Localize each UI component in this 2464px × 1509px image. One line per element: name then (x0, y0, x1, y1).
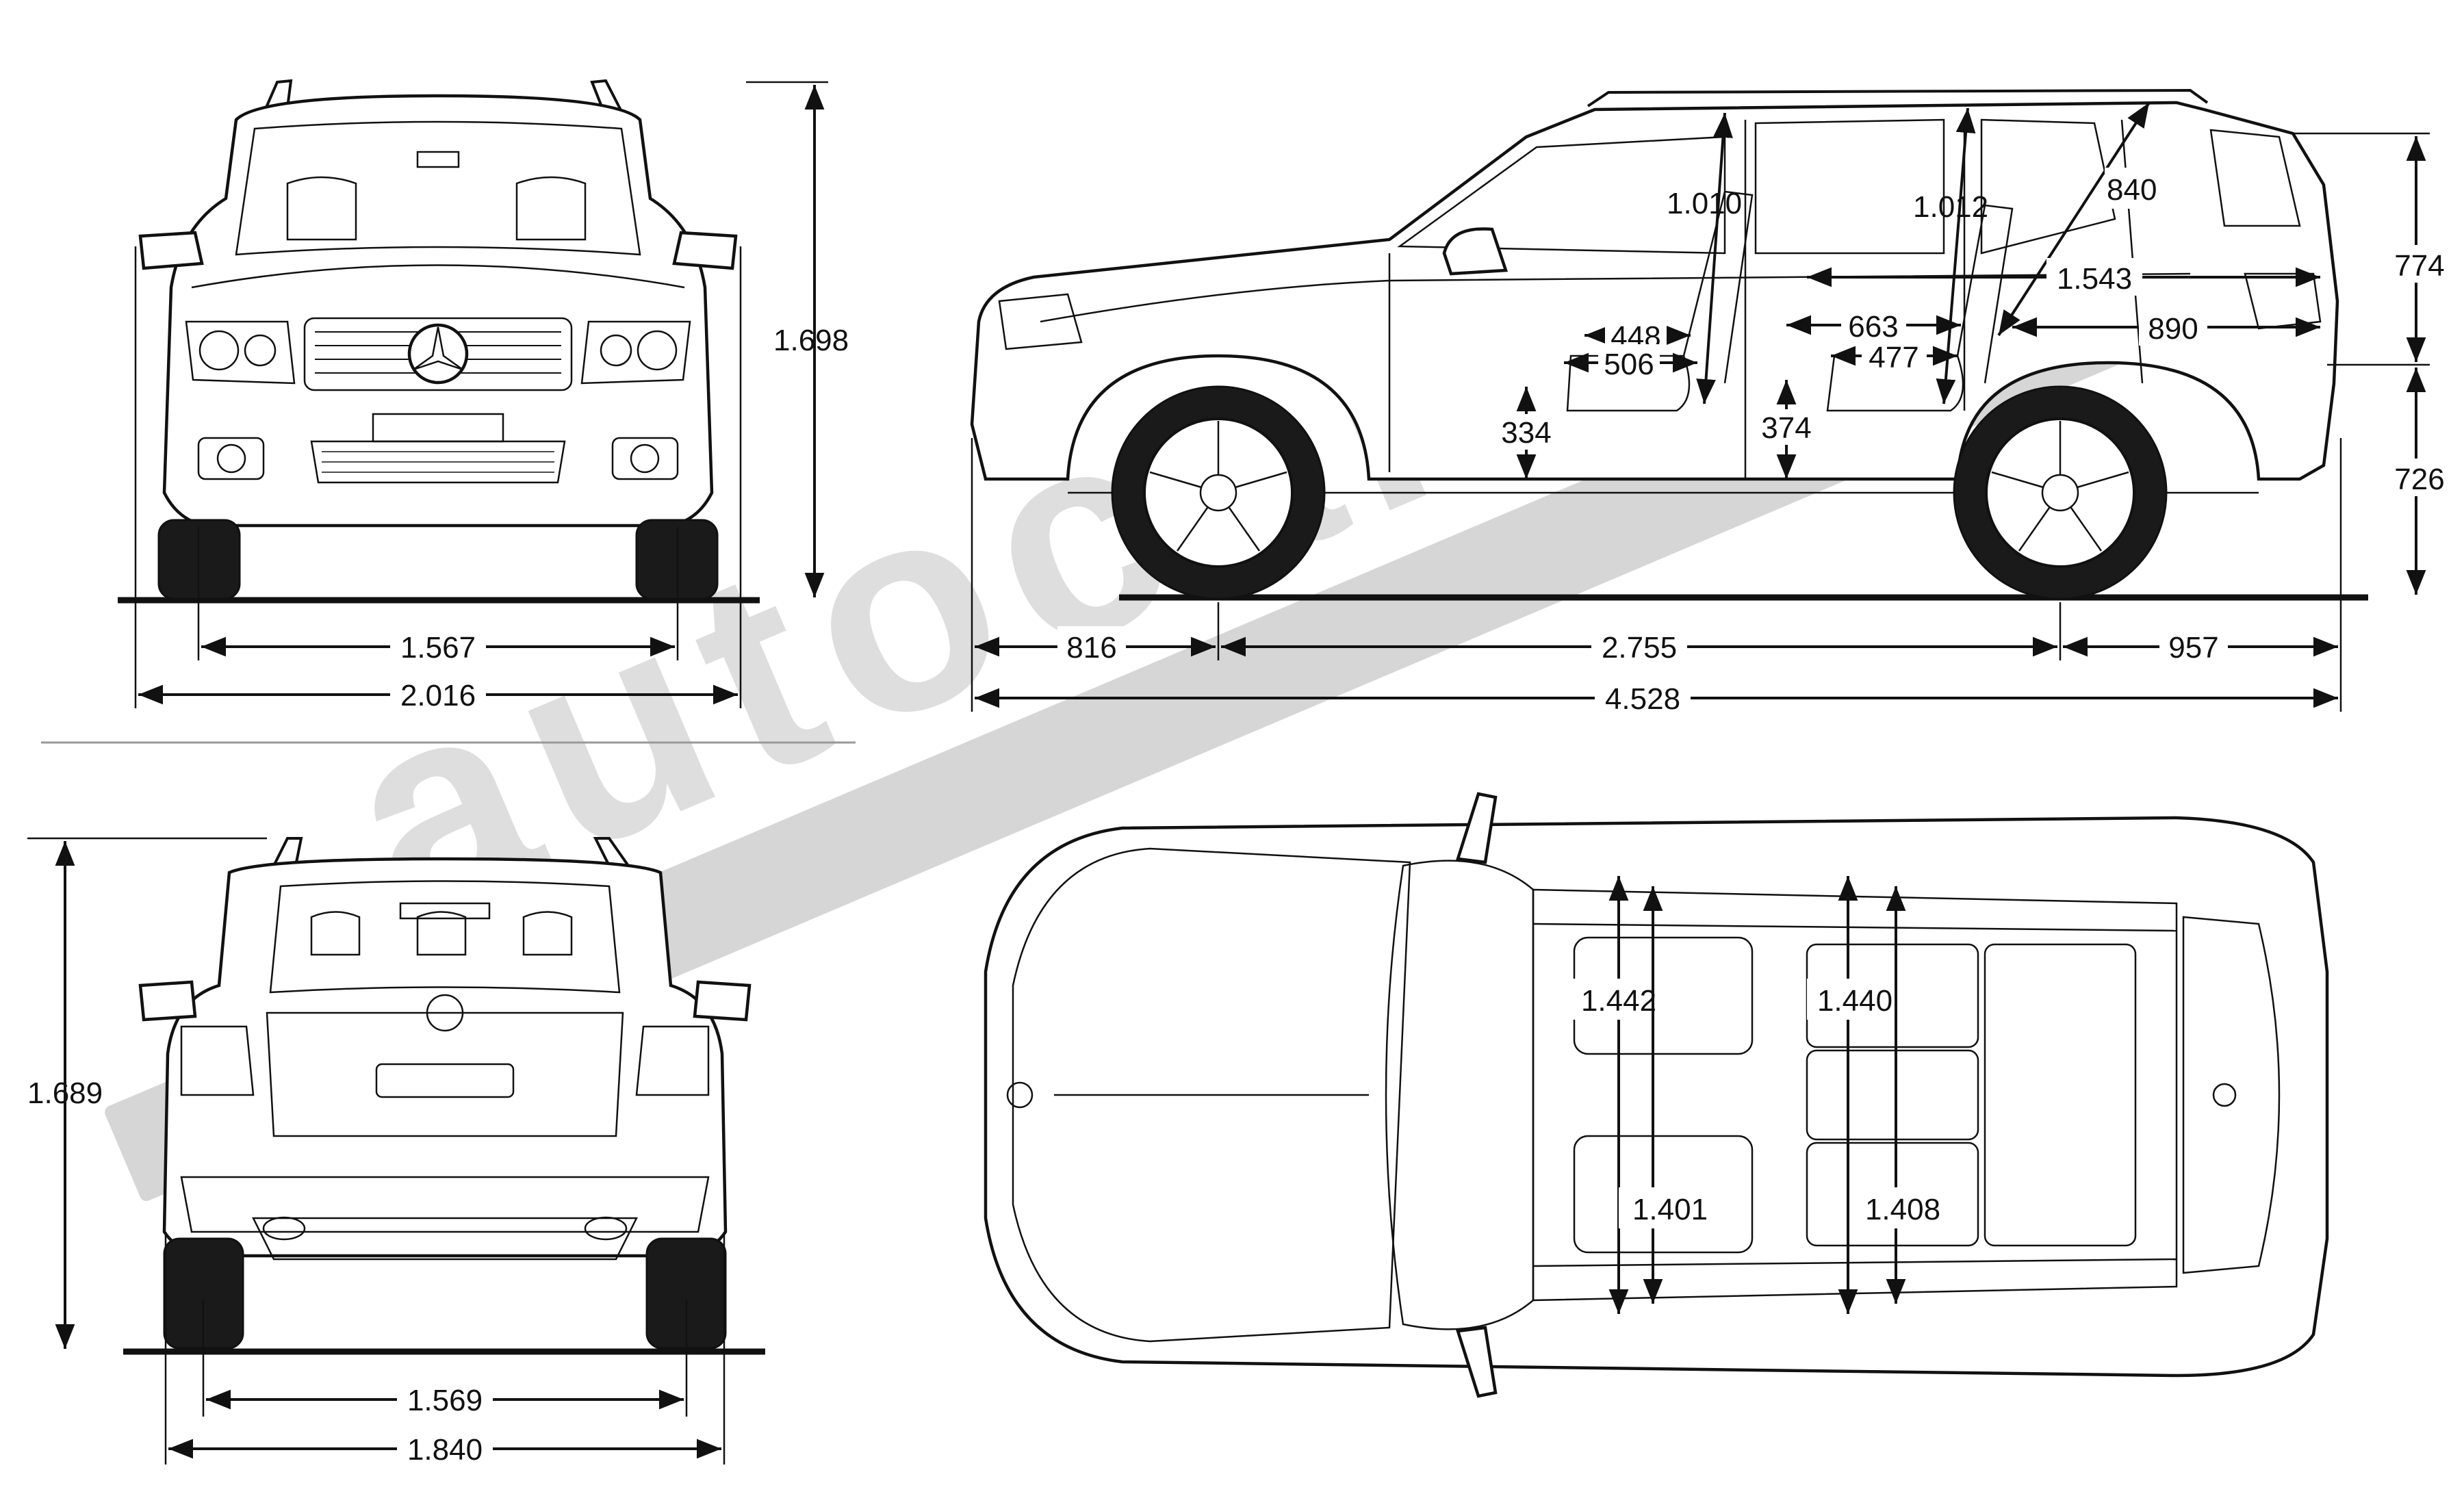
side-view: 1.010 1.012 840 1.543 890 448 506 663 47… (970, 88, 2454, 716)
dim-shoulder-rear: 1.440 (1817, 984, 1892, 1018)
dim-length: 4.528 (1605, 682, 1680, 716)
dim-rear-track: 1.569 (407, 1384, 483, 1417)
dim-shoulder-front: 1.442 (1581, 984, 1656, 1018)
front-view: 1.698 1.567 2.016 (118, 79, 849, 712)
dim-rear-overhang: 957 (2168, 631, 2218, 665)
top-view: 1.442 1.401 1.440 1.408 (984, 792, 2329, 1398)
dim-rear-height: 1.689 (27, 1076, 103, 1110)
dim-cargo-height: 840 (2107, 173, 2157, 207)
dim-cargo-length-floor: 890 (2148, 312, 2198, 346)
dim-front-track: 1.567 (400, 631, 476, 665)
dim-headroom-rear: 1.012 (1913, 190, 1988, 224)
dim-headroom-front: 1.010 (1667, 187, 1742, 220)
dim-rear-width: 1.840 (407, 1433, 483, 1467)
dim-rear-seat-height: 374 (1761, 411, 1811, 445)
dim-front-seat-height: 334 (1501, 416, 1551, 450)
dim-front-legroom: 506 (1604, 348, 1654, 381)
dim-front-width: 2.016 (400, 679, 476, 712)
dim-hip-rear: 1.408 (1865, 1193, 1940, 1226)
dim-rear-legroom: 477 (1869, 341, 1918, 374)
dim-front-overhang: 816 (1066, 631, 1116, 665)
dim-hip-front: 1.401 (1632, 1193, 1708, 1226)
dim-rear-lower-height: 726 (2394, 463, 2444, 496)
dim-cargo-length: 1.543 (2057, 262, 2132, 296)
dim-wheelbase: 2.755 (1602, 631, 1677, 665)
dim-front-height: 1.698 (773, 324, 849, 357)
rear-view: 1.689 1.569 1.840 (27, 837, 765, 1467)
dim-rear-upper-height: 774 (2394, 249, 2444, 283)
